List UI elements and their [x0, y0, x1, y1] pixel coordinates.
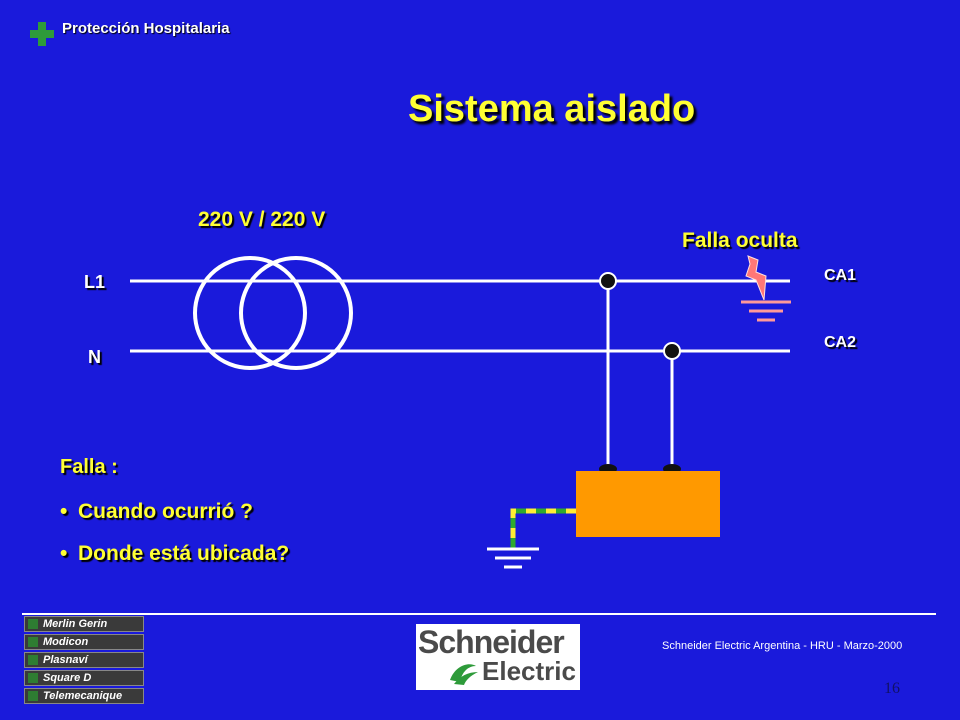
ground-wire-green — [510, 508, 576, 548]
question-text: Donde está ubicada? — [78, 542, 290, 565]
junction-dot-l1 — [599, 272, 617, 290]
lightning-icon — [745, 255, 767, 301]
question-item: •Donde está ubicada? — [60, 542, 290, 565]
ground-wire-yellow — [510, 508, 576, 548]
brand-row: Square D — [24, 670, 144, 686]
question-heading: Falla : — [60, 456, 118, 478]
question-item: •Cuando ocurrió ? — [60, 500, 253, 523]
brand-row: Modicon — [24, 634, 144, 650]
logo-swirl-icon — [450, 664, 478, 685]
circuit-ca1-label: CA1 — [824, 267, 857, 284]
page-number: 16 — [884, 680, 900, 697]
logo-line2: Electric — [482, 656, 576, 686]
circuit-ca2-label: CA2 — [824, 334, 857, 351]
fault-label: Falla oculta — [682, 229, 798, 252]
fault-ground-icon — [741, 300, 791, 322]
brand-stack: Merlin Gerin Modicon Plasnaví Square D T… — [24, 616, 144, 706]
line-l1-label: L1 — [84, 272, 106, 292]
transformer-label: 220 V / 220 V — [198, 208, 326, 231]
line-n-label: N — [88, 347, 101, 367]
logo-line1: Schneider — [418, 624, 565, 660]
plus-icon — [30, 22, 54, 46]
brand-row: Merlin Gerin — [24, 616, 144, 632]
ground-icon — [487, 547, 539, 569]
footer-divider — [22, 613, 936, 615]
question-text: Cuando ocurrió ? — [78, 500, 253, 523]
schneider-logo: Schneider Electric — [416, 624, 580, 690]
slide-title: Sistema aislado — [408, 88, 696, 130]
header-brand: Protección Hospitalaria — [62, 20, 230, 37]
insulation-monitor-box — [576, 471, 720, 537]
footer-credit: Schneider Electric Argentina - HRU - Mar… — [662, 640, 903, 652]
junction-dot-n — [663, 342, 681, 360]
brand-row: Plasnaví — [24, 652, 144, 668]
brand-row: Telemecanique — [24, 688, 144, 704]
question-list: •Cuando ocurrió ? •Donde está ubicada? — [60, 500, 289, 584]
transformer-secondary-coil — [239, 256, 353, 370]
transformer-primary-coil — [193, 256, 307, 370]
